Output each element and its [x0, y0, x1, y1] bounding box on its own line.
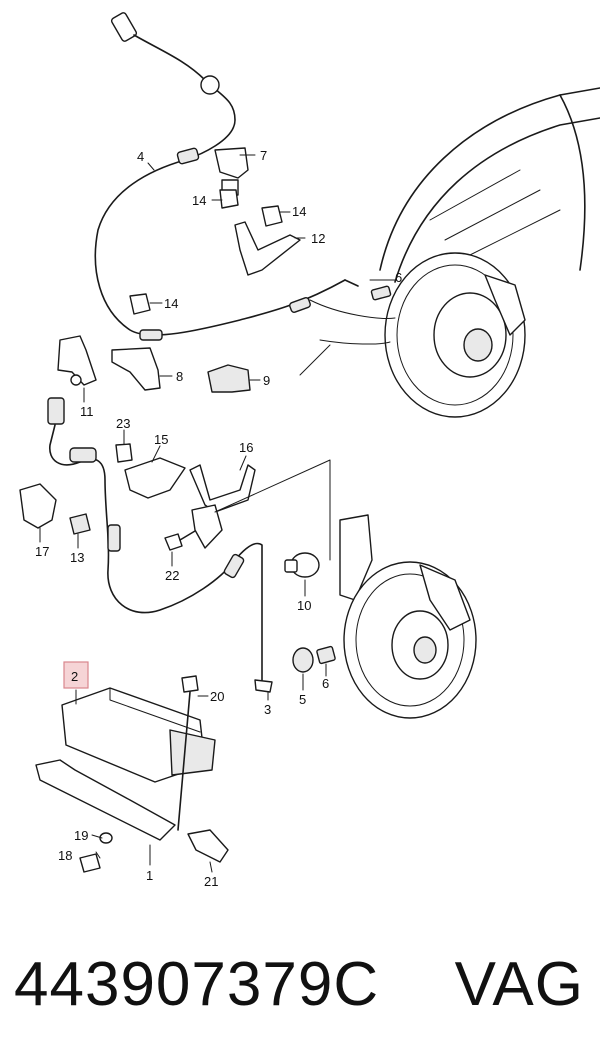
clip-6-upper: [370, 285, 392, 301]
callout-8: 8: [176, 369, 183, 384]
leader-lines: [39, 154, 396, 873]
callout-21: 21: [204, 874, 218, 889]
clip-6-lower: [316, 645, 336, 665]
callout-16: 16: [239, 440, 253, 455]
nut-14-left: [129, 293, 151, 315]
mounting-bracket-1: [35, 759, 176, 841]
callout-10: 10: [297, 598, 311, 613]
callout-19: 19: [74, 828, 88, 843]
callout-14-left: 14: [164, 296, 178, 311]
parts-diagram: 4 7 14 14 12 6 14 8 9 11 23 15 16 17 13 …: [19, 12, 600, 889]
abs-control-unit: [61, 687, 216, 783]
callout-1: 1: [146, 868, 153, 883]
callout-14-middle: 14: [292, 204, 306, 219]
upper-brake-disc: [299, 252, 526, 418]
callout-13: 13: [70, 550, 84, 565]
callout-20: 20: [210, 689, 224, 704]
callout-18: 18: [58, 848, 72, 863]
callout-14-upper: 14: [192, 193, 206, 208]
callout-2: 2: [71, 669, 78, 684]
bracket-15: [124, 457, 186, 499]
footer: 443907379C VAG: [0, 930, 600, 1040]
bushing-5: [292, 647, 314, 673]
callout-22: 22: [165, 568, 179, 583]
bracket-16: [189, 464, 256, 513]
callout-15: 15: [154, 432, 168, 447]
callout-5: 5: [299, 692, 306, 707]
sensor-cable-upper: [94, 12, 359, 341]
bracket-8: [111, 347, 161, 391]
holder-11: [57, 335, 97, 386]
clip-13: [69, 513, 91, 535]
callout-6-lower: 6: [322, 676, 329, 691]
nut-18: [79, 853, 101, 873]
callout-3: 3: [264, 702, 271, 717]
leader-line-right: [214, 459, 331, 561]
part-number: 443907379C: [14, 950, 380, 1019]
callout-23: 23: [116, 416, 130, 431]
washer-19: [99, 832, 113, 844]
clip-9: [207, 364, 251, 393]
nut-14-upper: [219, 189, 239, 209]
screw-20: [177, 675, 199, 831]
bracket-21: [187, 829, 229, 863]
lower-brake-disc: [339, 514, 477, 719]
nut-14-middle: [261, 205, 283, 227]
callout-7: 7: [260, 148, 267, 163]
callout-12: 12: [311, 231, 325, 246]
brand-name: VAG: [454, 950, 584, 1019]
callout-6-upper: 6: [395, 270, 402, 285]
callout-4: 4: [137, 149, 144, 164]
sensor-cable-lower: [47, 397, 273, 693]
callout-2-highlight: [63, 661, 89, 689]
callout-17: 17: [35, 544, 49, 559]
bracket-12: [234, 221, 301, 276]
callout-9: 9: [263, 373, 270, 388]
bolt-22: [164, 504, 223, 551]
callout-11: 11: [80, 404, 94, 419]
holder-17: [19, 483, 57, 529]
bushing-10: [284, 552, 320, 578]
front-fender-arch: [379, 87, 600, 283]
nut-23: [115, 443, 133, 463]
